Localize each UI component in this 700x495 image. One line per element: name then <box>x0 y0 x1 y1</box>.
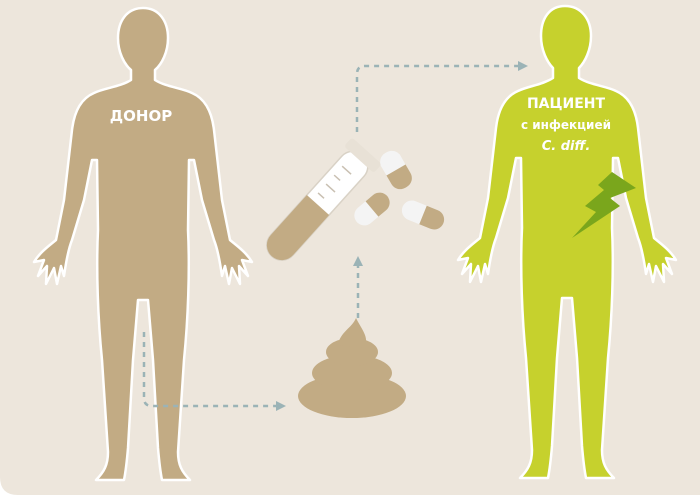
donor-label: ДОНОР <box>110 107 172 125</box>
patient-pathogen: C. diff. <box>542 139 591 154</box>
patient-title: ПАЦИЕНТ <box>527 96 606 112</box>
patient-subtitle: с инфекцией <box>521 118 611 132</box>
